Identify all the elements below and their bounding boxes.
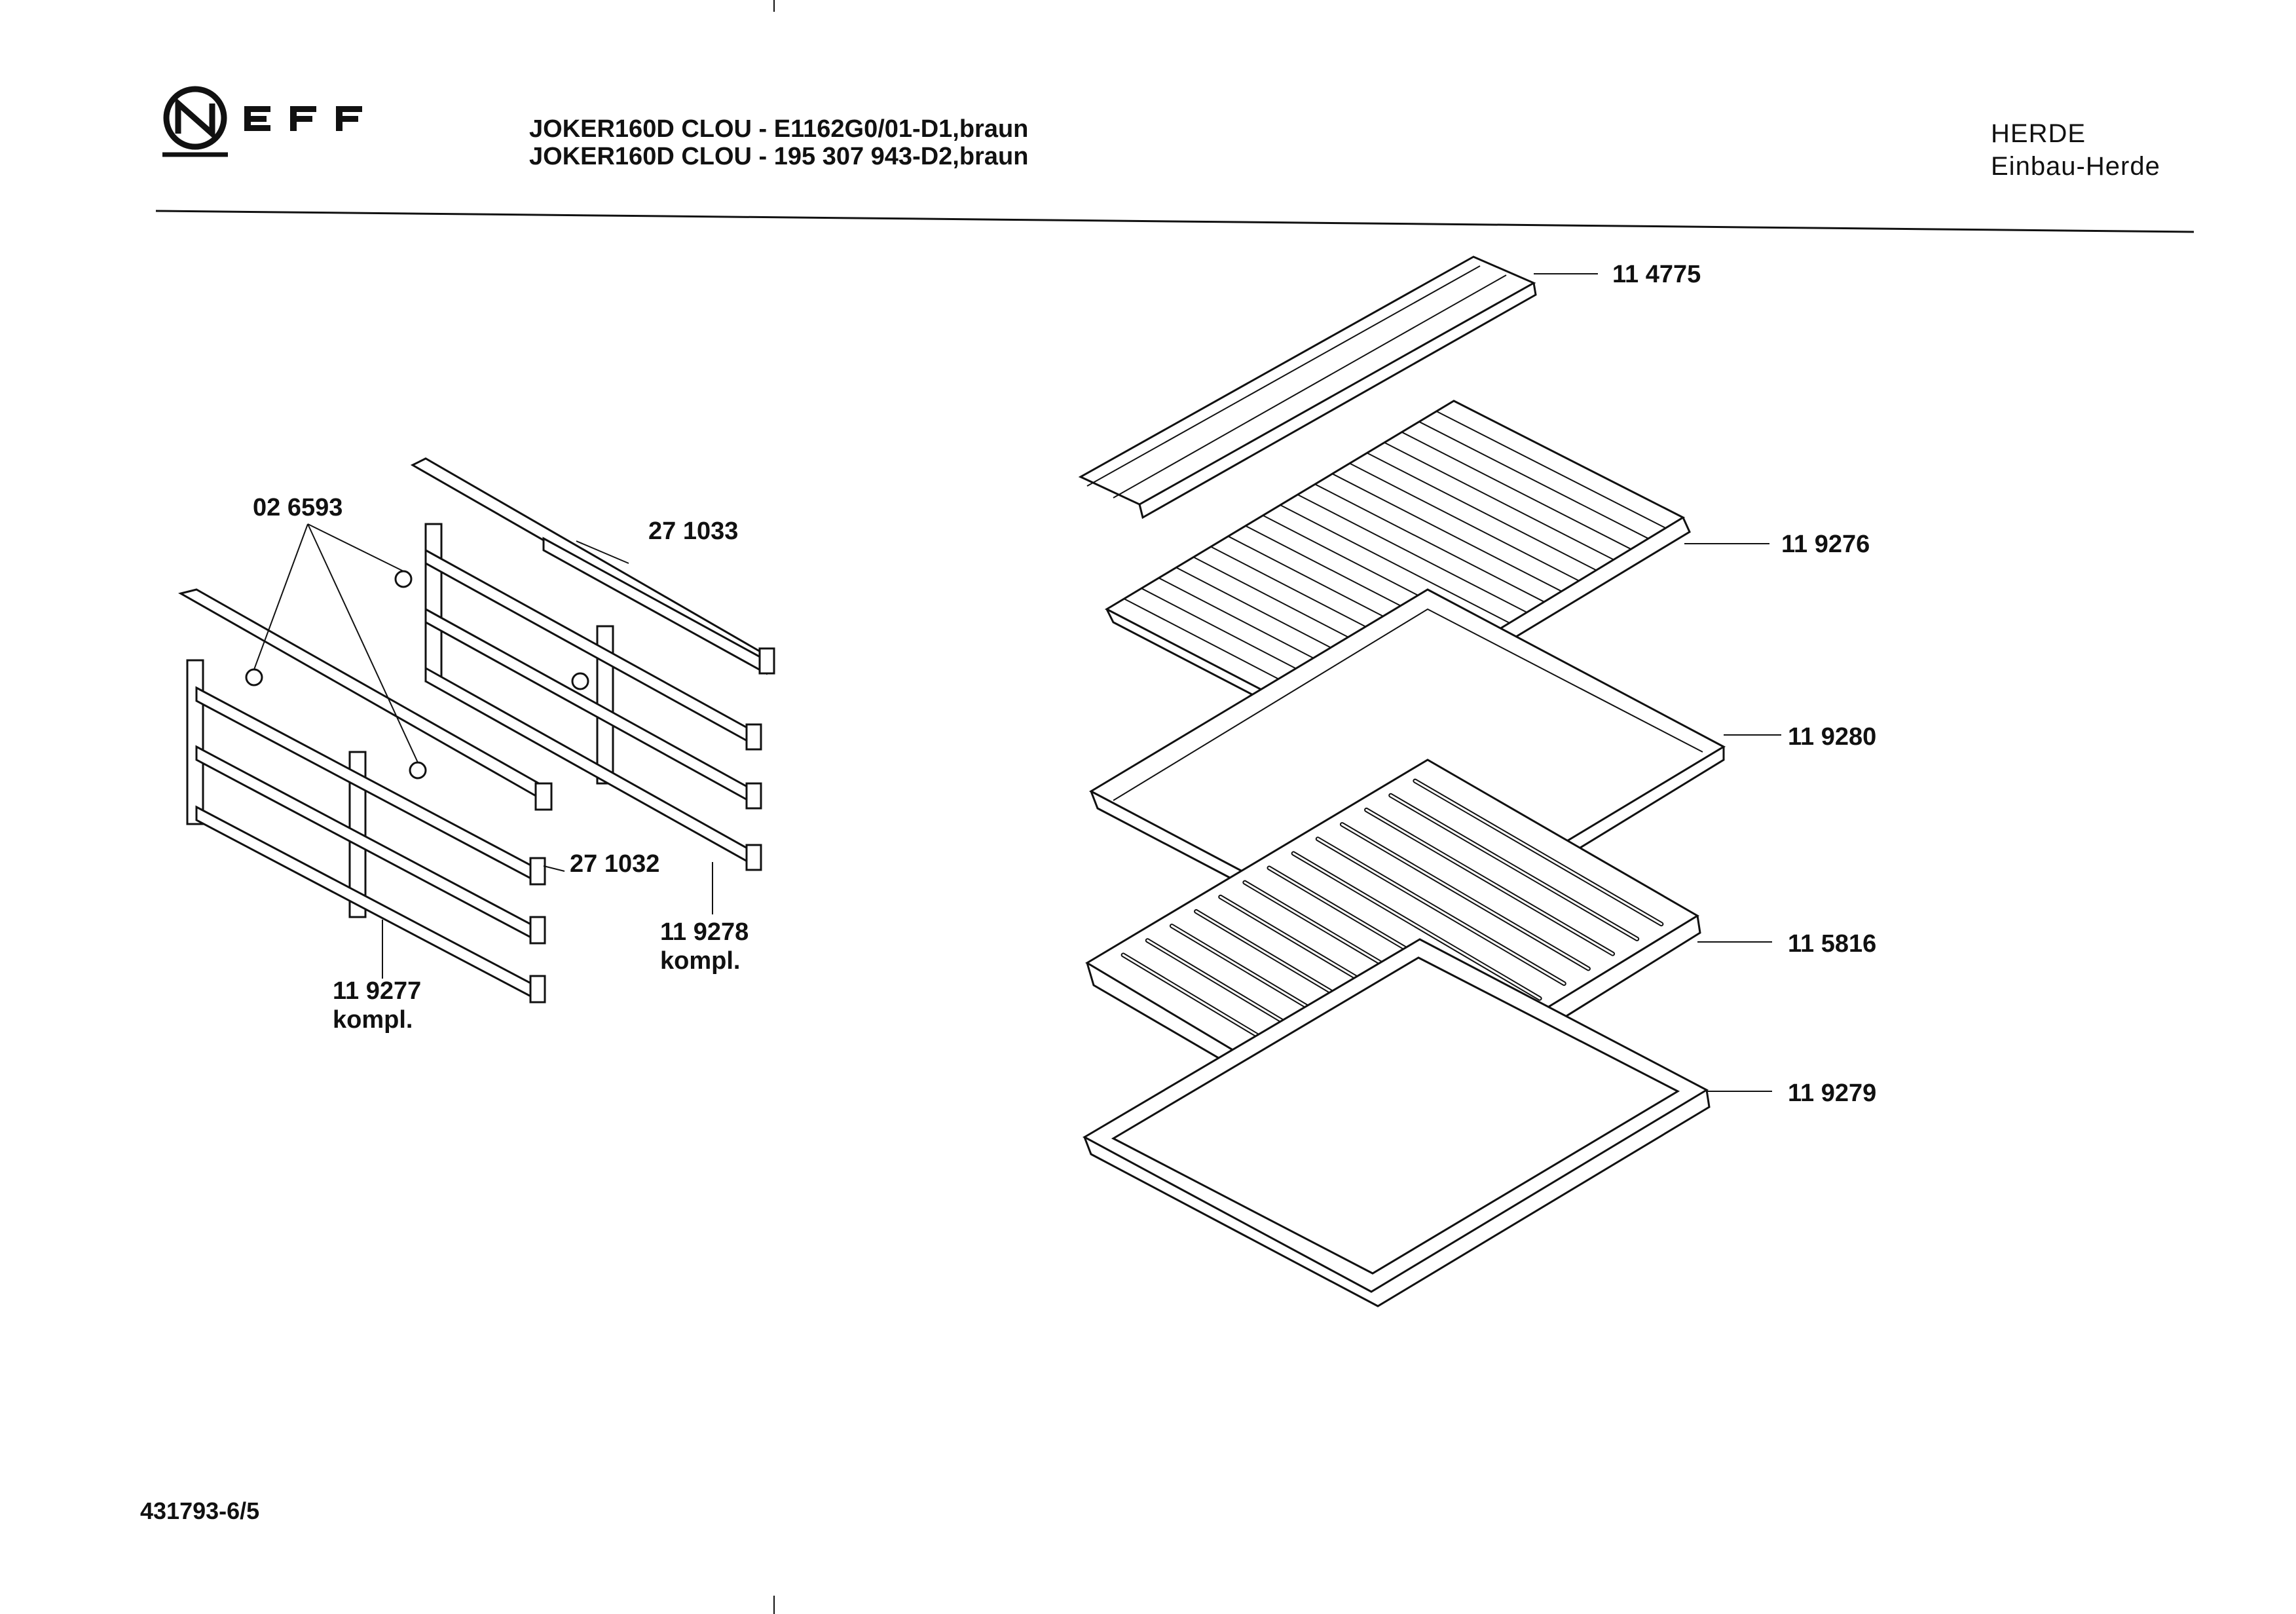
model-line-1: JOKER160D CLOU - E1162G0/01-D1,braun (529, 115, 1029, 143)
part-label-119278: 11 9278 (660, 918, 749, 946)
part-label-119280: 11 9280 (1788, 723, 1877, 751)
part-label-115816: 11 5816 (1788, 930, 1877, 958)
part-label-119277: 11 9277 (333, 977, 422, 1005)
model-line-2: JOKER160D CLOU - 195 307 943-D2,braun (529, 143, 1029, 170)
part-115816-drawing (1085, 759, 1701, 1144)
part-119279-drawing (1082, 938, 1711, 1307)
part-label-114775: 11 4775 (1612, 261, 1701, 288)
document-number: 431793-6/5 (140, 1497, 260, 1524)
leader-026593-c (307, 523, 418, 763)
rail-assembly-left (178, 588, 553, 1004)
part-label-119279: 11 9279 (1788, 1079, 1877, 1107)
leader-026593-a (253, 523, 308, 670)
part-label-271033: 27 1033 (648, 517, 739, 545)
category-title: HERDE (1991, 119, 2086, 148)
part-label-271032: 27 1032 (570, 850, 660, 878)
rail-assembly-right (394, 457, 775, 871)
brand-logo: NEFF (156, 84, 398, 162)
leader-271033 (576, 540, 629, 564)
leader-026593-b (307, 523, 404, 572)
neff-logo-icon (162, 86, 362, 157)
part-114775-drawing (1078, 255, 1537, 519)
header-rule (155, 210, 2194, 233)
part-label-026593: 02 6593 (253, 494, 343, 521)
part-label-119278-note: kompl. (660, 947, 741, 975)
category-subtitle: Einbau-Herde (1991, 152, 2160, 181)
part-label-119277-note: kompl. (333, 1006, 413, 1034)
leader-271032 (543, 865, 565, 872)
part-label-119276: 11 9276 (1781, 531, 1870, 558)
